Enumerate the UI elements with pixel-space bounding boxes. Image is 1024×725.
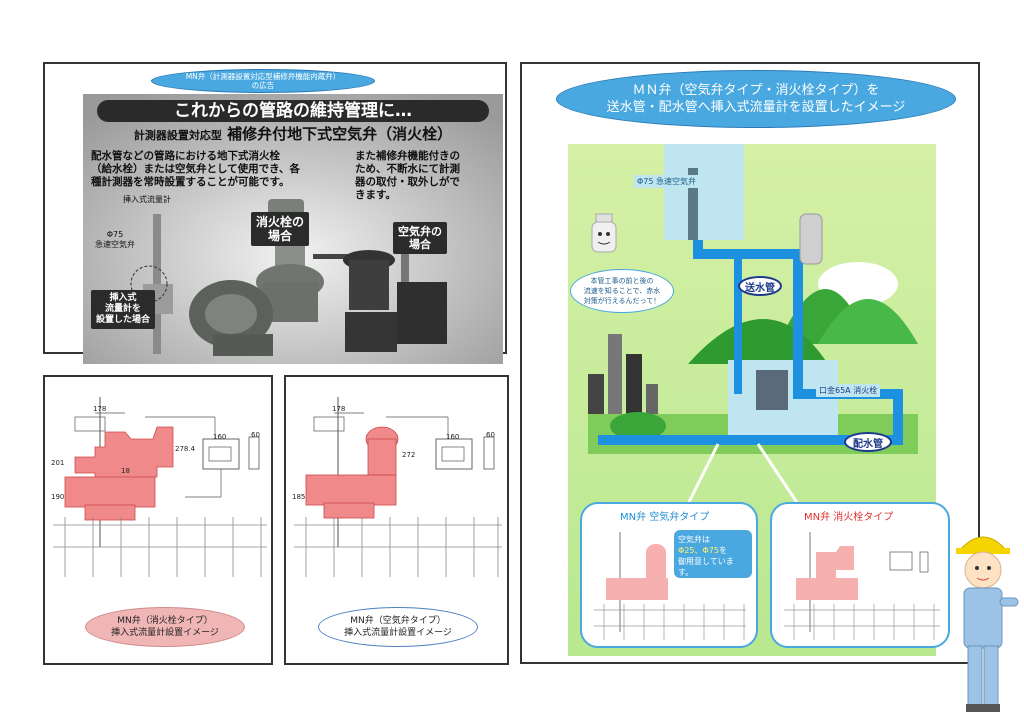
ad-header-line1: MN弁（計測器設置対応型補修弁機能内蔵弁） <box>185 72 341 81</box>
note-line2: を <box>718 546 727 555</box>
dim-272: 272 <box>402 451 416 459</box>
dim-18: 18 <box>121 467 130 475</box>
ad-panel: MN弁（計測器設置対応型補修弁機能内蔵弁） の広告 これからの管路の維持管理に…… <box>43 62 507 364</box>
label-supply-pipe-text: 送水管 <box>745 282 775 294</box>
ad-image: これからの管路の維持管理に… 計測器設置対応型 補修弁付地下式空気弁（消火栓） … <box>83 94 503 364</box>
sub-panel-hydrant-title: MN弁 消火栓タイプ <box>804 512 894 523</box>
ad-text-left: 配水管などの管路における地下式消火栓 （給水栓）または空気弁として使用でき、各 … <box>91 150 300 188</box>
hydrant-caption-line1: MN弁（消火栓タイプ） <box>117 616 213 626</box>
airvalve-drawing-panel: 178 160 60 272 185 MN弁（空気弁タイプ） 挿入式流量計設置イ… <box>284 375 509 665</box>
label-supply-pipe: 送水管 <box>738 276 782 296</box>
note-line3: 御用意しています。 <box>678 557 734 577</box>
note-line1: 空気弁は <box>678 535 710 544</box>
worker-character-illustration <box>956 536 1019 712</box>
label-phi75-air-valve: Φ75 急速空気弁 <box>634 175 700 188</box>
label-hydrant-65a: 口金65A 消火栓 <box>816 384 881 397</box>
ad-title: これからの管路の維持管理に… <box>174 101 412 121</box>
mascot-speech-bubble: 本管工事の前と後の 流速を知ることで、赤水 対策が行えるんだって！ <box>570 269 674 313</box>
ad-subtitle-band: 計測器設置対応型 補修弁付地下式空気弁（消火栓） <box>97 124 489 144</box>
dim-160: 160 <box>213 433 227 441</box>
label-distribution-pipe: 配水管 <box>844 432 892 452</box>
ad-subtitle-big: 補修弁付地下式空気弁（消火栓） <box>227 125 453 143</box>
sub-panel-hydrant: MN弁 消火栓タイプ <box>770 502 950 648</box>
right-title-line2: 送水管・配水管へ挿入式流量計を設置したイメージ <box>606 100 906 115</box>
airvalve-caption-pill: MN弁（空気弁タイプ） 挿入式流量計設置イメージ <box>318 607 478 647</box>
dim-190: 190 <box>51 493 65 501</box>
sub-panel-airvalve: MN弁 空気弁タイプ 空気弁は Φ25、Φ75を 御用意しています。 <box>580 502 758 648</box>
dim-178-b: 178 <box>332 405 346 413</box>
tag-hydrant: 消火栓の 場合 <box>251 212 310 246</box>
sub-airvalve-drawing <box>594 532 746 640</box>
hydrant-caption-line2: 挿入式流量計設置イメージ <box>111 628 219 638</box>
flowmeter-illustration <box>130 214 173 354</box>
sub-panel-airvalve-title: MN弁 空気弁タイプ <box>620 512 710 523</box>
dim-60-b: 60 <box>486 431 495 439</box>
ad-header-pill: MN弁（計測器設置対応型補修弁機能内蔵弁） の広告 <box>151 69 375 93</box>
note-highlight: Φ25、Φ75 <box>678 546 719 555</box>
airvalve-caption-line1: MN弁（空気弁タイプ） <box>350 616 446 626</box>
dim-278: 278.4 <box>175 445 196 453</box>
ad-label-phi75: Φ75 急速空気弁 <box>95 230 135 249</box>
label-distribution-pipe-text: 配水管 <box>853 438 883 450</box>
ad-subtitle-small: 計測器設置対応型 <box>133 129 222 142</box>
tag-airvalve: 空気弁の 場合 <box>393 222 447 254</box>
ad-text-right: また補修弁機能付きの ため、不断水にて計測 器の取付・取外しがで きます。 <box>355 150 460 201</box>
sub-hydrant-drawing <box>784 532 940 640</box>
airvalve-note-box: 空気弁は Φ25、Φ75を 御用意しています。 <box>674 530 752 578</box>
dim-185: 185 <box>292 493 306 501</box>
valve-airvalve-illustration <box>343 246 447 352</box>
hydrant-drawing-panel: 178 160 60 201 278.4 18 190 MN弁（消火栓タイプ） … <box>43 375 273 665</box>
airvalve-caption-line2: 挿入式流量計設置イメージ <box>344 628 452 638</box>
dim-201: 201 <box>51 459 65 467</box>
ad-label-flowmeter: 挿入式流量計 <box>123 195 171 204</box>
ad-header-line2: の広告 <box>251 81 275 90</box>
tag-insert-flowmeter: 挿入式 流量計を 設置した場合 <box>91 290 156 329</box>
dim-160-b: 160 <box>446 433 460 441</box>
hydrant-technical-drawing <box>53 397 267 577</box>
ad-title-band: これからの管路の維持管理に… <box>97 100 489 122</box>
right-title-pill: ＭＮ弁（空気弁タイプ・消火栓タイプ）を 送水管・配水管へ挿入式流量計を設置したイ… <box>556 70 956 128</box>
installation-image-panel: ＭＮ弁（空気弁タイプ・消火栓タイプ）を 送水管・配水管へ挿入式流量計を設置したイ… <box>520 62 980 664</box>
dim-178: 178 <box>93 405 107 413</box>
hydrant-caption-pill: MN弁（消火栓タイプ） 挿入式流量計設置イメージ <box>85 607 245 647</box>
right-title-line1: ＭＮ弁（空気弁タイプ・消火栓タイプ）を <box>632 83 880 98</box>
mascot-character <box>591 213 617 253</box>
airvalve-technical-drawing <box>294 397 502 577</box>
dim-60: 60 <box>251 431 260 439</box>
